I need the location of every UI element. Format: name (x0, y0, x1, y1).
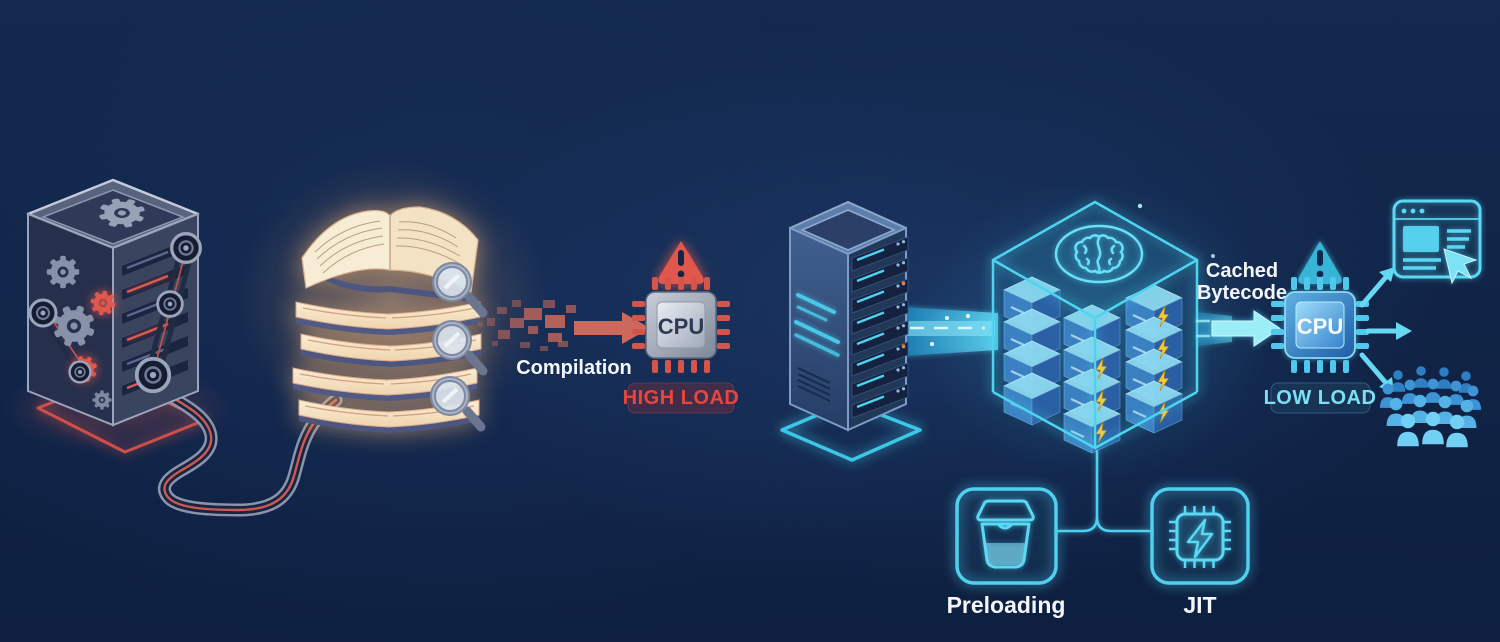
jit-chip-icon (1169, 506, 1231, 568)
users-crowd-icon (1379, 366, 1482, 448)
server-tower-icon (780, 201, 922, 462)
fan-arrows (1359, 267, 1412, 392)
server-stripes (794, 293, 840, 357)
cached-bytecode-label: Cached Bytecode (1197, 260, 1287, 304)
pulley-icon (156, 290, 184, 318)
brain-icon (1054, 224, 1144, 284)
jit-box (1150, 487, 1250, 585)
pulley-icon (134, 356, 172, 394)
magnifier-icon (430, 376, 486, 432)
high-load-badge: HIGH LOAD (623, 382, 740, 414)
open-book (301, 206, 479, 302)
source-books-stack-icon (292, 206, 482, 433)
left-scene: Compilation CPU HIGH LOAD (3, 160, 740, 517)
book (300, 333, 482, 367)
lightning-bolt-icon (1186, 518, 1214, 559)
pulley-icon (28, 298, 58, 328)
cpu-chip-icon: CPU (1271, 277, 1369, 373)
book (298, 399, 480, 433)
compilation-label: Compilation (516, 357, 632, 379)
low-load-badge: LOW LOAD (1264, 382, 1377, 414)
cpu-chip-icon: CPU (632, 277, 730, 373)
warning-triangle-icon (658, 241, 704, 284)
preloading-label: Preloading (947, 592, 1066, 618)
cpu-label: CPU (1297, 314, 1343, 339)
svg-text:Bytecode: Bytecode (1197, 282, 1287, 304)
connector-lines (1057, 450, 1151, 533)
browser-window-icon (1392, 199, 1482, 285)
flow-arrow-icon (1196, 310, 1281, 347)
server-vents (797, 367, 831, 402)
preloading-bucket-icon (976, 499, 1035, 569)
gear-icon (93, 391, 112, 410)
preloading-feature: Preloading (947, 487, 1066, 618)
jit-label: JIT (1183, 592, 1216, 618)
opcache-cube-icon (991, 200, 1215, 455)
pulley-icon (170, 232, 202, 264)
legacy-machine-gears-icon (26, 178, 202, 427)
low-load-label: LOW LOAD (1264, 387, 1377, 409)
preloading-box (955, 487, 1058, 585)
magnifier-icon (432, 320, 488, 376)
jit-feature: JIT (1150, 487, 1250, 618)
cursor-icon (1443, 248, 1478, 285)
high-load-label: HIGH LOAD (623, 387, 740, 409)
right-scene: Cached Bytecode CPU LOW LOA (780, 180, 1482, 618)
pulley-icon (68, 360, 92, 384)
pixel-stream-arrow-icon (478, 300, 650, 351)
cube-wireframe (991, 200, 1199, 450)
warning-triangle-icon (1298, 241, 1342, 284)
svg-text:Cached: Cached (1206, 260, 1278, 282)
cpu-label: CPU (658, 314, 704, 339)
magnifier-icon (432, 262, 488, 318)
code-flow-cable-icon (139, 375, 343, 517)
server-base-glow (780, 400, 922, 462)
book (295, 301, 481, 335)
gear-icon (47, 256, 79, 288)
